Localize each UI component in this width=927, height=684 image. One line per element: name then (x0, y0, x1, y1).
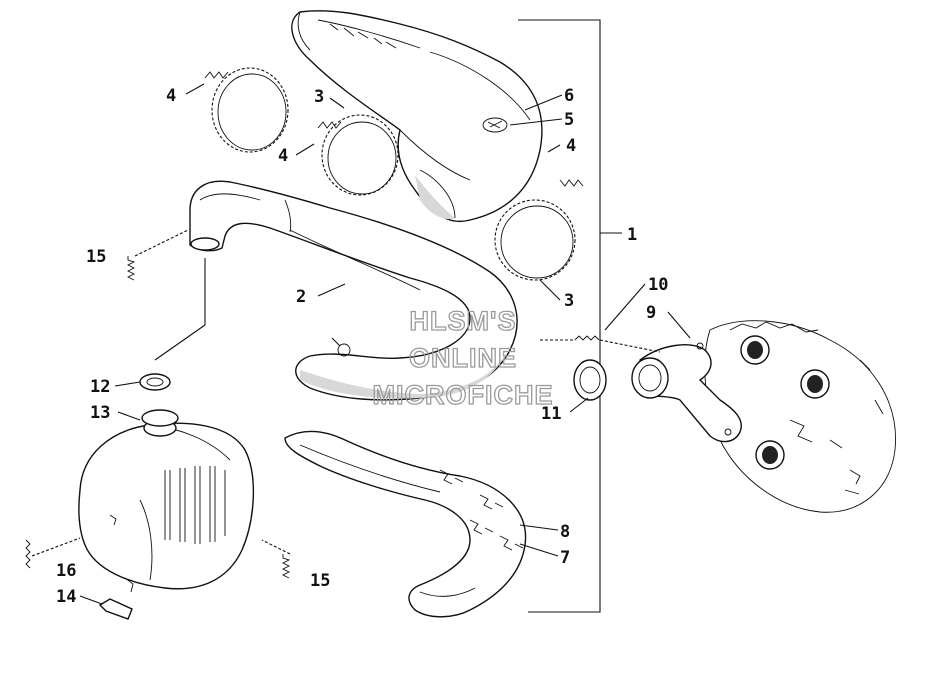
manifold-spring (540, 335, 661, 353)
callout-9: 9 (646, 303, 656, 323)
heat-shield (284, 430, 527, 618)
leader-lines (79, 83, 691, 605)
callout-11: 11 (541, 404, 561, 424)
callout-10: 10 (648, 275, 668, 295)
drain-fitting (98, 577, 134, 620)
callout-4-left: 4 (166, 86, 176, 106)
callout-14: 14 (56, 587, 76, 607)
silencer-fins (164, 466, 226, 544)
callout-2: 2 (296, 287, 306, 307)
assembly-bracket (518, 19, 622, 613)
callout-1: 1 (627, 225, 637, 245)
callout-15-bottom: 15 (310, 571, 330, 591)
callout-7: 7 (560, 548, 570, 568)
spring-ring-set (204, 67, 584, 281)
callout-12: 12 (90, 377, 110, 397)
callout-4-middle: 4 (278, 146, 288, 166)
silencer-canister (78, 409, 255, 590)
watermark-line-2: ONLINE (409, 343, 517, 373)
engine-block (704, 320, 896, 513)
head-pipe (189, 180, 518, 401)
watermark-line-3: MICROFICHE (373, 380, 554, 410)
callout-3-top: 3 (314, 87, 324, 107)
callout-4-right: 4 (566, 136, 576, 156)
callout-8: 8 (560, 522, 570, 542)
watermark-line-1: HLSM'S (410, 306, 517, 336)
silencer-gasket (139, 258, 206, 391)
callout-13: 13 (90, 403, 110, 423)
engine-ports (740, 335, 830, 470)
callout-5: 5 (564, 110, 574, 130)
watermark: HLSM'S ONLINE MICROFICHE (372, 305, 554, 410)
manifold-gasket (573, 359, 607, 401)
callout-3-right: 3 (564, 291, 574, 311)
springs-15-16 (25, 229, 291, 579)
exhaust-manifold (631, 342, 742, 443)
shield-vent-pattern (439, 469, 524, 551)
callout-16: 16 (56, 561, 76, 581)
callout-15-top: 15 (86, 247, 106, 267)
callout-6: 6 (564, 86, 574, 106)
callout-labels: 1 2 3 3 4 4 4 5 6 7 8 9 10 11 12 13 14 1… (56, 86, 668, 607)
expansion-chamber (291, 10, 543, 222)
